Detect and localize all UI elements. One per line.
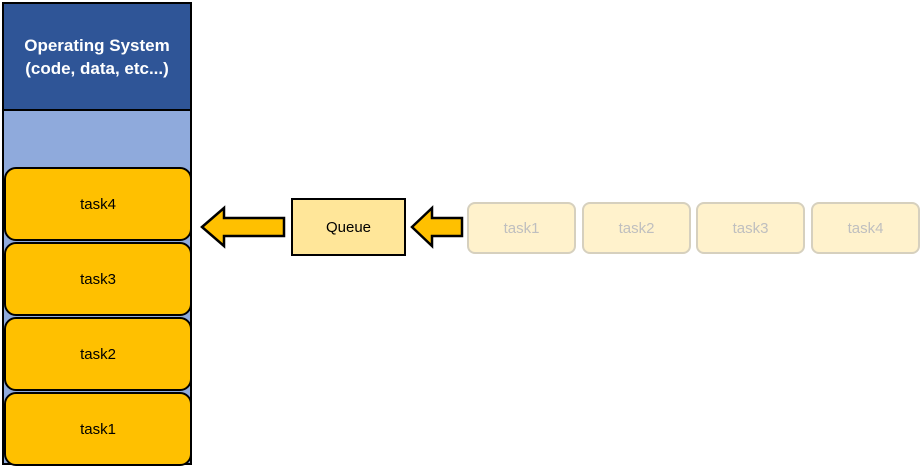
pending-task-2: task2 — [582, 202, 691, 254]
memory-task-3: task3 — [4, 242, 192, 316]
operating-system-block: Operating System (code, data, etc...) — [4, 4, 190, 111]
queue-box: Queue — [291, 198, 406, 256]
memory-task-2: task2 — [4, 317, 192, 391]
memory-task-1: task1 — [4, 392, 192, 466]
pending-task-4: task4 — [811, 202, 920, 254]
memory-task-4: task4 — [4, 167, 192, 241]
pending-task-3: task3 — [696, 202, 805, 254]
os-label-line1: Operating System — [24, 35, 170, 55]
pending-task-1: task1 — [467, 202, 576, 254]
os-label-line2: (code, data, etc...) — [25, 58, 169, 78]
memory-column: Operating System (code, data, etc...) ta… — [2, 2, 192, 466]
arrow-left-icon — [410, 205, 464, 249]
arrow-left-icon — [200, 205, 286, 249]
